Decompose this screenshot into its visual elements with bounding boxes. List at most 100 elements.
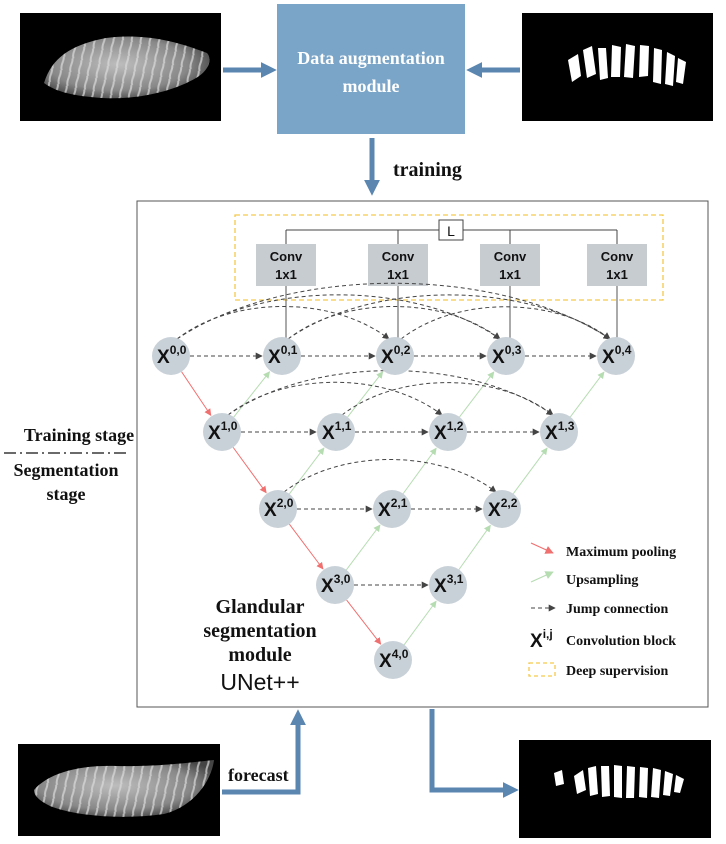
legend-upsampling-arrow [530,571,554,583]
legend-deep-supervision-swatch [528,662,556,677]
mask-stripes [568,44,686,86]
node-x01: X0,1 [263,337,301,375]
legend-pooling-arrow [530,542,554,554]
jump-connection-arc [176,305,390,340]
node-label: X2,1 [378,496,408,521]
node-label: X0,3 [492,343,522,368]
conv-node-circle [152,337,190,375]
node-x12: X1,2 [429,413,467,451]
legend-conv-symbol: Xi,j [530,627,553,652]
data-augmentation-box [277,4,465,134]
conv-node-circle [429,413,467,451]
conv-label: Conv [494,249,527,264]
upsampling-arrow [512,447,548,495]
conv-node-circle [317,413,355,451]
node-label: X1,2 [434,419,464,444]
node-label: X0,1 [268,343,298,368]
augmentation-title-line2: module [342,76,399,96]
loss-box [438,219,464,241]
jump-connection-arc [287,305,501,340]
pooling-arrow [181,371,212,416]
node-x31: X3,1 [429,566,467,604]
segmentation-stage-line2: stage [47,484,86,504]
forecast-label: forecast [228,765,289,785]
upsampling-arrow [458,524,491,570]
node-x04: X0,4 [597,337,635,375]
node-x30: X3,0 [316,566,354,604]
node-label: X1,3 [545,419,575,444]
node-x00: X0,0 [152,337,190,375]
node-x13: X1,3 [540,413,578,451]
mask-image-top [522,13,713,121]
pooling-arrow [232,447,267,494]
conv-node-circle [597,337,635,375]
conv-node-circle [263,337,301,375]
node-x02: X0,2 [376,337,414,375]
conv-size: 1x1 [275,267,297,282]
node-x40: X4,0 [374,641,412,679]
conv-node-circle [483,490,521,528]
network-edges [176,282,611,645]
conv-size: 1x1 [606,267,628,282]
conv-node-circle [429,566,467,604]
conv-node-circle [259,490,297,528]
node-x10: X1,0 [203,413,241,451]
conv-node-circle [373,490,411,528]
arrow-module-to-output [429,709,519,799]
input-image-top [20,13,221,121]
node-label: X2,0 [264,496,294,521]
node-label: X2,2 [488,496,518,521]
conv-to-node-lines [285,286,618,338]
legend-upsampling: Upsampling [566,573,638,588]
jump-connection-arc [227,381,443,416]
conv-label: Conv [270,249,303,264]
node-x21: X2,1 [373,490,411,528]
conv-node-circle [374,641,412,679]
upsampling-arrow [289,447,325,495]
module-title-line1: Glandular [216,596,305,618]
training-stage-label: Training stage [24,425,134,445]
module-title-line2: segmentation [203,620,316,642]
node-label: X3,1 [434,572,464,597]
upsampling-arrow [402,447,437,494]
node-x11: X1,1 [317,413,355,451]
upsampling-arrow [345,524,381,571]
loss-label: L [447,223,455,239]
upsampling-arrow [347,371,384,418]
conv-node-circle [540,413,578,451]
jump-connection-arc [283,458,497,493]
augmentation-title-line1: Data augmentation [297,48,445,68]
legend-deep-supervision: Deep supervision [566,664,669,679]
upsampling-arrow [403,600,437,645]
conv-size: 1x1 [387,267,409,282]
segmentation-stage-line1: Segmentation [14,460,119,480]
node-label: X3,0 [321,572,351,597]
node-x03: X0,3 [487,337,525,375]
mask-stripes-bottom [554,765,684,798]
legend-convolution-block: Convolution block [566,634,676,649]
node-x20: X2,0 [259,490,297,528]
conv-size: 1x1 [499,267,521,282]
input-image-bottom [18,744,220,836]
pooling-arrow [346,599,382,645]
conv-node-circle [376,337,414,375]
mask-image-bottom [519,740,711,838]
upsampling-arrow [233,371,271,418]
node-label: X0,2 [381,343,411,368]
node-label: X1,0 [208,419,238,444]
conv-label: Conv [601,249,634,264]
legend-max-pooling: Maximum pooling [566,545,676,560]
conv-node-circle [316,566,354,604]
conv-block-3: Conv 1x1 [480,244,540,286]
jump-connection-arc [341,382,554,416]
legend: Maximum pooling Upsampling Jump connecti… [528,542,676,679]
pooling-arrow [288,523,324,570]
conv-block-1: Conv 1x1 [256,244,316,286]
arrow-forecast-to-module [222,709,307,795]
node-label: X0,4 [602,343,632,368]
node-x22: X2,2 [483,490,521,528]
conv-node-circle [487,337,525,375]
jump-connection-arc [287,294,611,340]
